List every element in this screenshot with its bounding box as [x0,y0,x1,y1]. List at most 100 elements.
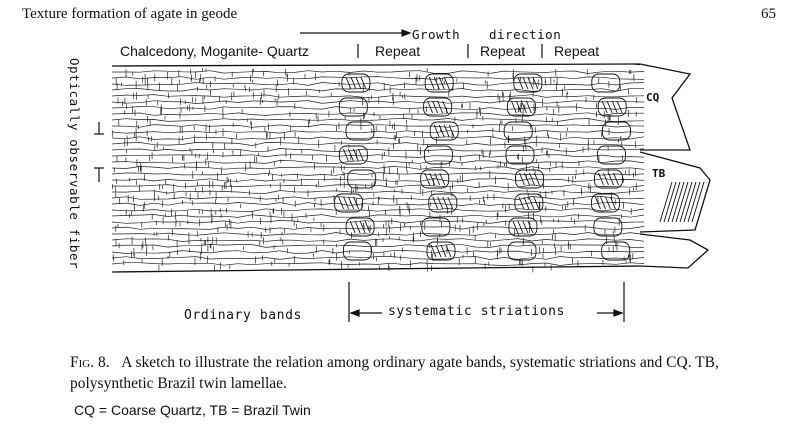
twin-lamella [429,172,436,186]
fiber-line [111,244,645,248]
fiber-line [111,148,645,152]
twin-lamella [435,244,442,258]
twin-lamella [357,148,364,162]
fiber-line [112,70,645,74]
twin-lamella [529,172,535,186]
twin-lamella [532,76,539,90]
twin-lamella [427,100,434,114]
twin-lamella [350,76,357,90]
fiber-line [111,202,645,206]
quartz-grain [428,193,458,213]
quartz-grain [505,145,535,165]
header-repeat-2: Repeat [480,43,526,59]
twin-lamella [533,196,540,210]
caption-text: A sketch to illustrate the relation amon… [70,354,719,392]
twin-lamella [437,100,444,114]
fiber-line [111,238,645,242]
fiber-line [111,256,645,260]
twin-lamella [515,100,522,114]
twin-lamella [517,76,524,90]
fiber-line [111,190,645,194]
twin-lamella [338,196,345,210]
quartz-grain [426,241,456,261]
quartz-grain [513,73,543,93]
twin-lamella [528,196,535,210]
twin-lamella [442,196,449,210]
header-chalcedony: Chalcedony, Moganite- Quartz [120,43,309,59]
quartz-grain [593,217,623,237]
systematic-striations-label: systematic striations [388,304,565,319]
twin-lamella [360,76,367,90]
fiber-line [111,82,645,86]
quartz-grain [601,121,631,141]
brazil-twin-crystal [639,151,711,233]
fiber-line [111,100,645,104]
running-title: Texture formation of agate in geode [22,6,238,22]
fiber-line [111,226,645,230]
twin-lamella [355,76,362,90]
optically-observable-fiber-label: Optically observable fiber [67,58,82,270]
twin-lamella [605,196,611,210]
brazil-twin-hatch [683,181,697,223]
quartz-grain [347,169,377,189]
fiber-line [111,166,645,170]
twin-lamella [353,196,360,210]
fiber-line [111,136,645,140]
quartz-grain [503,121,533,141]
header-repeat-3: Repeat [554,43,600,59]
twin-lamella [430,244,437,258]
top-edge [111,63,641,67]
quartz-grain [597,97,627,117]
fiber-line [111,112,644,116]
header-separator: | [466,42,470,59]
quartz-grain [601,241,631,261]
brazil-twin-hatch [663,181,677,223]
quartz-grain [594,169,623,189]
twin-lamella [352,148,359,162]
ordinary-bands-label: Ordinary bands [184,308,302,323]
twin-lamella [522,76,529,90]
direction-label: direction [489,27,562,42]
brazil-twin-hatch [659,181,673,223]
fiber-line [111,118,645,122]
twin-lamella [448,124,455,138]
twin-lamella [606,100,613,114]
fiber-line [111,142,645,146]
twin-lamella [433,124,440,138]
band-texture [111,68,645,273]
twin-lamella [443,76,450,90]
quartz-grain [597,145,626,165]
fiber-line [111,154,645,158]
twin-lamella [342,148,349,162]
quartz-grain [342,241,372,261]
brazil-twin-hatch [691,181,705,223]
growth-label: Growth [412,27,461,42]
page-number: 65 [761,6,776,22]
quartz-grain [507,241,537,261]
twin-lamella [595,196,601,210]
fiber-line [111,106,645,110]
fiber-line [111,130,645,134]
brazil-twin-hatch [687,181,701,223]
twin-lamella [603,172,609,186]
twin-lamella [522,220,529,234]
header-separator: | [540,42,544,59]
twin-lamella [447,196,454,210]
twin-lamella [512,220,519,234]
fiber-line [111,220,645,224]
twin-lamella [611,100,618,114]
twin-lamella [527,76,534,90]
quartz-grain [334,193,364,213]
brazil-twin-hatch [675,181,689,223]
twin-lamella [523,196,530,210]
brazil-twin-hatch [671,181,685,223]
fiber-line [111,124,645,128]
twin-lamella [610,196,616,210]
twin-lamella [524,172,530,186]
twin-lamella [519,172,525,186]
fiber-line [111,208,645,212]
brazil-twin-hatch [679,181,693,223]
twin-lamella [349,220,356,234]
twin-lamella [439,172,446,186]
fiber-line [111,184,645,188]
